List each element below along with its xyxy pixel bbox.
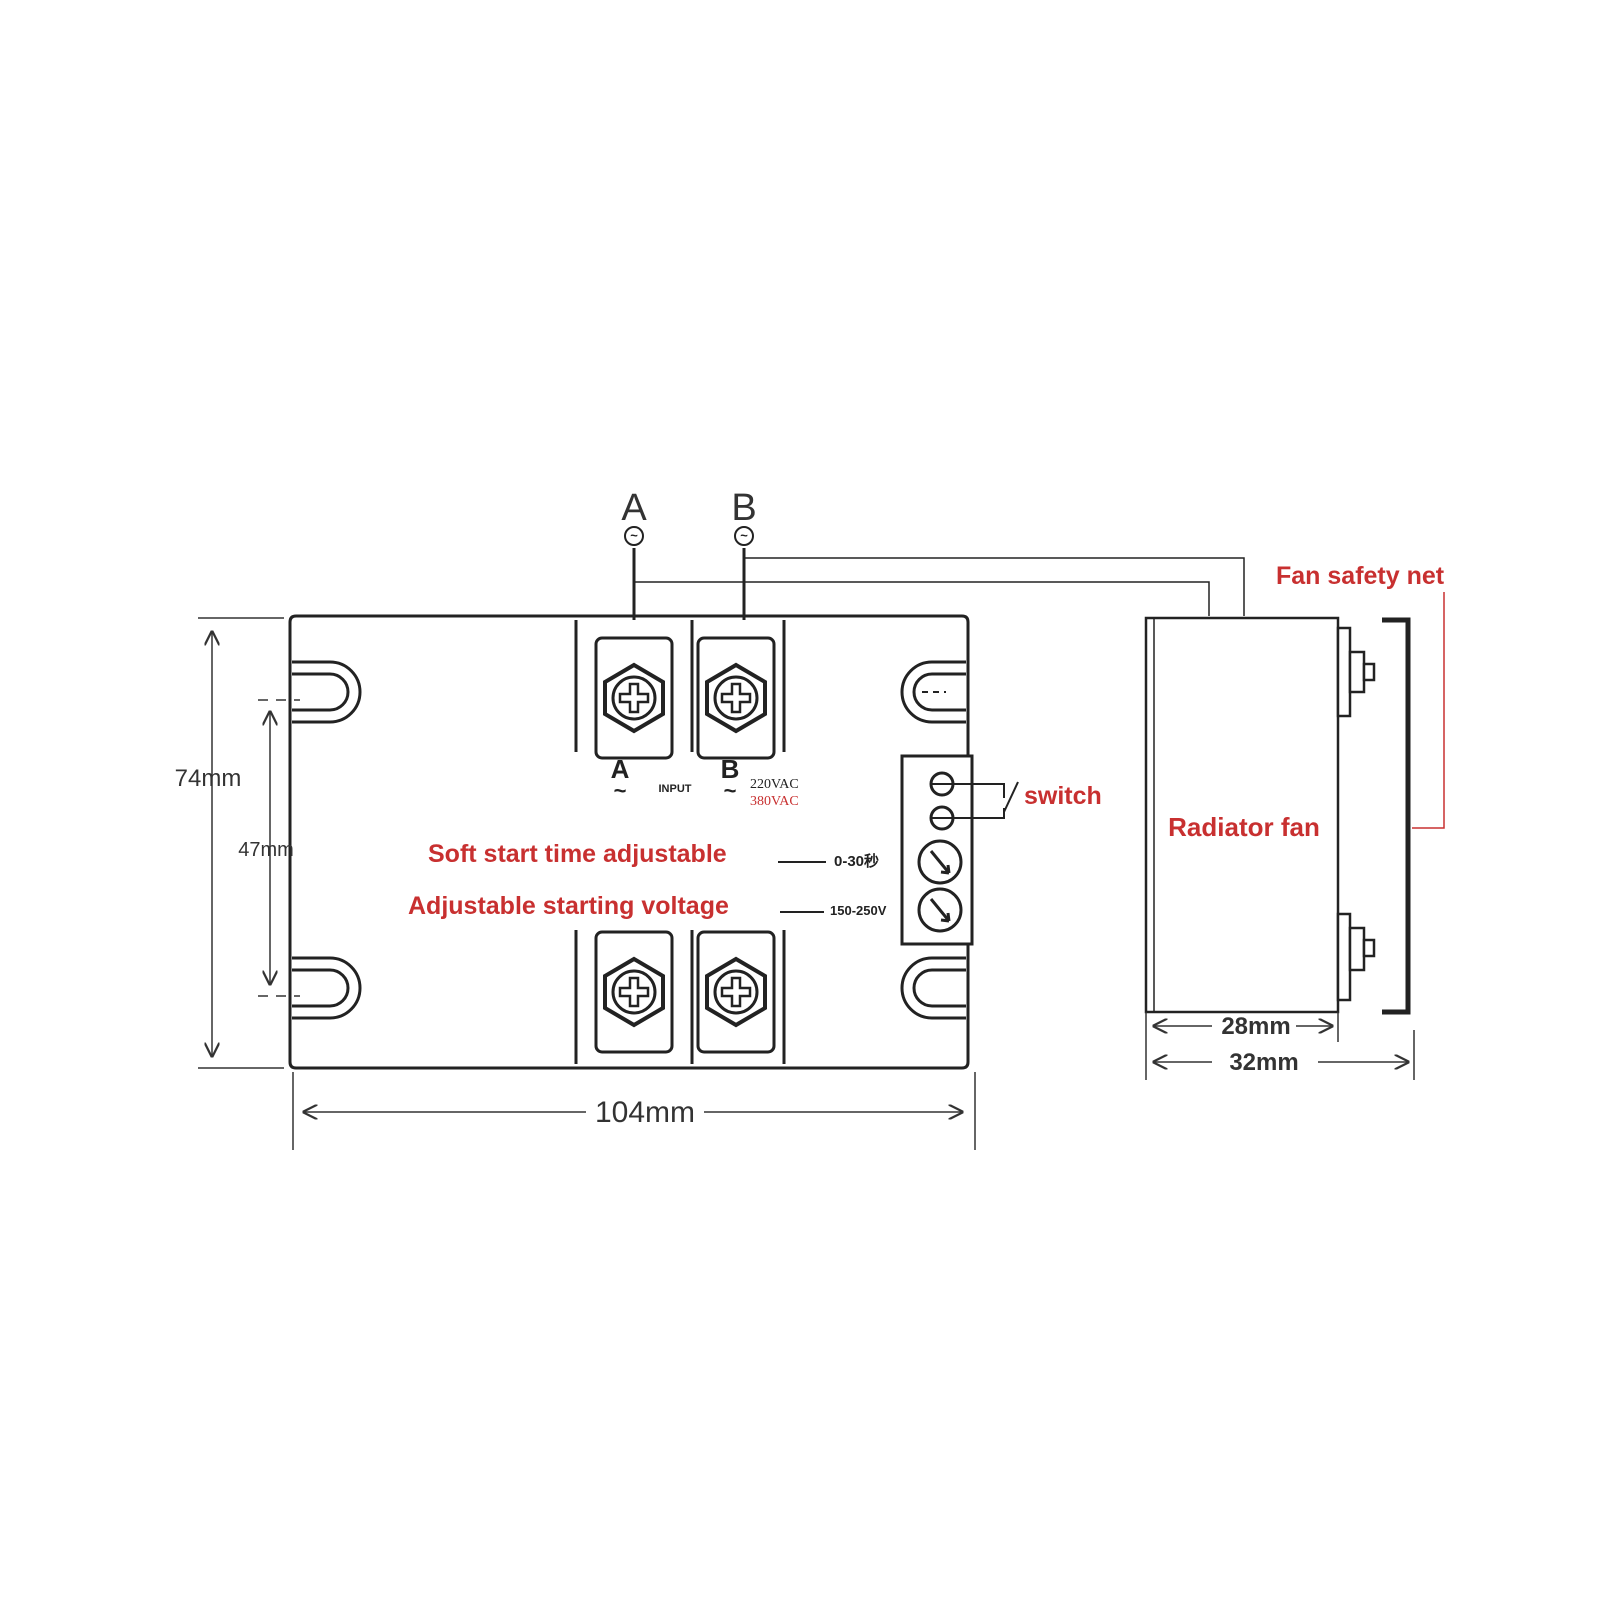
switch-label: switch xyxy=(1024,782,1102,810)
svg-text:~: ~ xyxy=(740,528,748,543)
input-a-label: A xyxy=(621,487,647,529)
soft-start-knob-icon[interactable] xyxy=(917,839,963,885)
switch-symbol xyxy=(953,781,1019,819)
soft-start-label: Soft start time adjustable xyxy=(428,840,727,868)
radiator-fan xyxy=(1144,616,1376,1014)
fan-safety-net xyxy=(1382,617,1411,1015)
input-b-label: B xyxy=(731,487,756,529)
total-depth-label: 32mm xyxy=(1229,1049,1298,1076)
svg-text:~: ~ xyxy=(724,778,737,803)
fan-depth-dimension xyxy=(1145,1012,1415,1080)
voltage-range: 150-250V xyxy=(830,903,887,918)
hole-spacing-label: 47mm xyxy=(238,839,294,861)
radiator-fan-label: Radiator fan xyxy=(1168,812,1320,842)
start-voltage-knob-icon[interactable] xyxy=(917,887,963,933)
ac-source-icon xyxy=(624,526,644,546)
svg-text:~: ~ xyxy=(630,528,638,543)
svg-text:~: ~ xyxy=(614,778,627,803)
terminal-a-label: A xyxy=(611,754,630,784)
width-dimension-label: 104mm xyxy=(595,1096,695,1129)
terminal-b-label: B xyxy=(721,754,740,784)
width-dimension xyxy=(292,1072,976,1150)
module-body xyxy=(288,614,970,1070)
start-voltage-label: Adjustable starting voltage xyxy=(408,892,729,920)
hole-spacing-dimension xyxy=(258,699,300,997)
ac-source-icon xyxy=(734,526,754,546)
terminal-walls xyxy=(574,620,786,1064)
input-label: INPUT xyxy=(659,783,692,795)
soft-start-range: 0-30秒 xyxy=(834,852,879,870)
height-dimension xyxy=(198,617,284,1069)
input-wires xyxy=(632,548,1245,620)
voltage-380-label: 380VAC xyxy=(750,794,799,809)
screw-terminal-icon[interactable] xyxy=(594,636,674,760)
fan-depth-label: 28mm xyxy=(1221,1013,1290,1040)
height-dimension-label: 74mm xyxy=(175,765,242,792)
voltage-220-label: 220VAC xyxy=(750,777,799,792)
screw-terminal-icon[interactable] xyxy=(696,930,776,1054)
screw-terminal-icon[interactable] xyxy=(696,636,776,760)
screw-terminal-icon[interactable] xyxy=(594,930,674,1054)
fan-safety-net-label: Fan safety net xyxy=(1276,562,1445,590)
